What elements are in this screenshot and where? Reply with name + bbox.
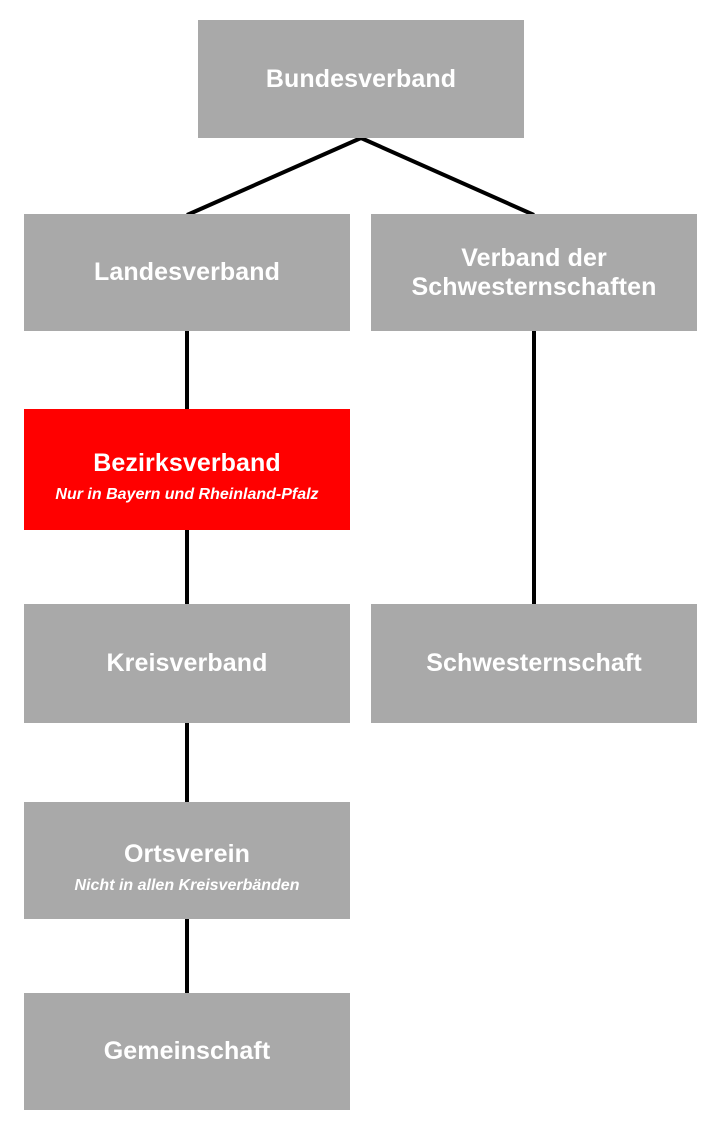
node-ortsverein-title: Ortsverein xyxy=(123,840,251,869)
node-kreisverband-title: Kreisverband xyxy=(106,649,268,678)
node-verband-der-schwesternschaften[interactable]: Verband der Schwesternschaften xyxy=(371,214,697,331)
node-schwesternschaft[interactable]: Schwesternschaft xyxy=(371,604,697,723)
node-verband-der-schwesternschaften-title: Verband der Schwesternschaften xyxy=(411,243,657,301)
node-bezirksverband[interactable]: Bezirksverband Nur in Bayern und Rheinla… xyxy=(24,409,350,530)
node-ortsverein[interactable]: Ortsverein Nicht in allen Kreisverbänden xyxy=(24,802,350,919)
node-bundesverband[interactable]: Bundesverband xyxy=(198,20,524,138)
node-schwesternschaft-title: Schwesternschaft xyxy=(426,649,642,678)
node-gemeinschaft-title: Gemeinschaft xyxy=(103,1037,271,1066)
node-bundesverband-title: Bundesverband xyxy=(265,64,457,93)
node-bezirksverband-subtitle: Nur in Bayern und Rheinland-Pfalz xyxy=(55,485,319,503)
node-landesverband-title: Landesverband xyxy=(93,258,281,287)
node-kreisverband[interactable]: Kreisverband xyxy=(24,604,350,723)
node-ortsverein-subtitle: Nicht in allen Kreisverbänden xyxy=(74,876,300,894)
node-gemeinschaft[interactable]: Gemeinschaft xyxy=(24,993,350,1110)
edge-bundesverband-landesverband xyxy=(186,136,362,217)
node-bezirksverband-title: Bezirksverband xyxy=(93,449,281,478)
node-landesverband[interactable]: Landesverband xyxy=(24,214,350,331)
edge-bundesverband-verband-schwesternschaften xyxy=(360,136,535,217)
